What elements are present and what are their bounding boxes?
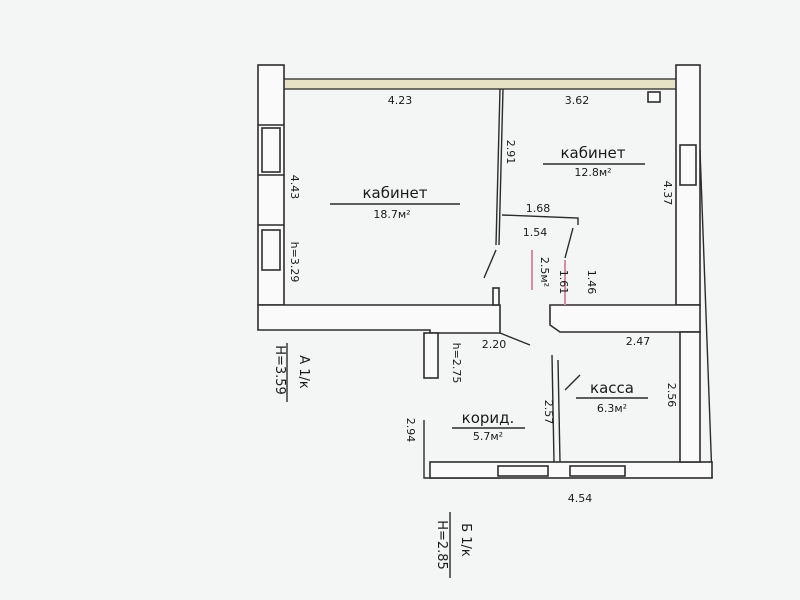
dim-closet-top: 1.68: [526, 202, 551, 215]
dim-cashier-right: 2.56: [665, 383, 678, 408]
office-partition: [498, 88, 504, 246]
stamp-b-label: Б 1/к: [458, 523, 473, 557]
room-name-office-left: кабинет: [362, 184, 427, 202]
closet-area: 2.5м²: [538, 257, 551, 287]
office-partition: [495, 88, 501, 246]
room-area-cashier: 6.3м²: [597, 402, 627, 415]
right-window-frame: [679, 144, 697, 186]
door-jamb: [492, 287, 500, 306]
dim-left-inner: 4.43: [288, 175, 301, 200]
cashier-partition: [557, 359, 561, 463]
dim-top-right: 3.62: [565, 94, 590, 107]
room-area-corridor: 5.7м²: [473, 430, 503, 443]
dim-right-side: 4.37: [661, 181, 674, 206]
dim-left-height: h=3.29: [288, 242, 301, 283]
corridor-column: [423, 332, 439, 379]
stamp-a-height: Н=3.59: [272, 345, 287, 395]
bottom-window: [497, 465, 549, 477]
door-swing: [483, 249, 497, 279]
right-outer-line: [699, 149, 713, 479]
closet-door: [564, 227, 574, 259]
room-area-office-left: 18.7м²: [373, 208, 410, 221]
dim-closet-width: 1.54: [523, 226, 548, 239]
top-wall-beam: [277, 78, 679, 90]
stamp-b-height: Н=2.85: [434, 520, 449, 570]
stamp-a-label: А 1/к: [296, 355, 311, 389]
dim-closet-height-a: 1.61: [557, 270, 570, 295]
room-name-office-right: кабинет: [560, 144, 625, 162]
corridor-door: [499, 332, 531, 346]
bottom-window: [569, 465, 626, 477]
corner-mark: [647, 91, 661, 103]
left-window-frame: [261, 229, 281, 271]
dim-corridor-top: 2.20: [482, 338, 507, 351]
closet-wall: [501, 214, 579, 225]
left-window-frame: [261, 127, 281, 173]
dim-corridor-left: 2.94: [404, 418, 417, 443]
cashier-partition: [551, 354, 555, 463]
room-name-corridor: корид.: [462, 409, 515, 427]
dim-top-left: 4.23: [388, 94, 413, 107]
dim-cashier-top: 2.47: [626, 335, 651, 348]
lower-right-wall: [549, 304, 701, 333]
dim-cashier-left: 2.57: [542, 400, 555, 425]
dim-closet-height-b: 1.46: [585, 270, 598, 295]
cashier-door: [564, 374, 581, 391]
lower-left-wall: [257, 304, 501, 334]
room-name-cashier: касса: [590, 379, 634, 397]
dim-corridor-height: h=2.75: [450, 343, 463, 384]
room-area-office-right: 12.8м²: [574, 166, 611, 179]
cashier-right-wall: [679, 331, 701, 463]
dim-bottom: 4.54: [568, 492, 593, 505]
dim-partition-vertical: 2.91: [504, 140, 517, 165]
